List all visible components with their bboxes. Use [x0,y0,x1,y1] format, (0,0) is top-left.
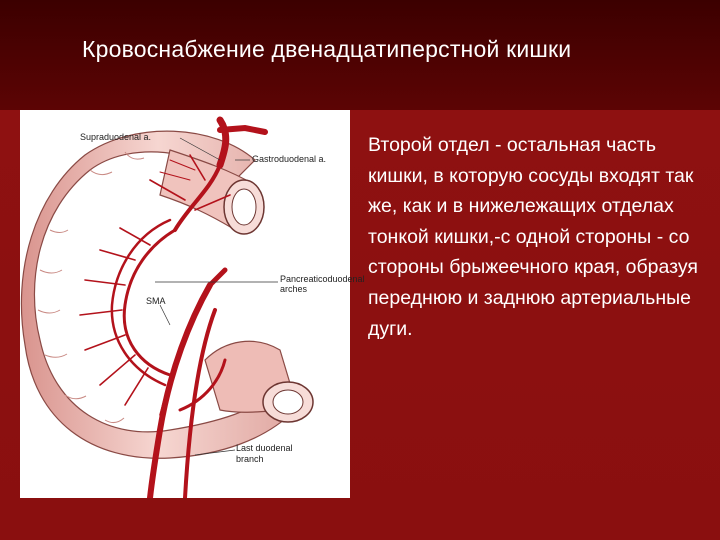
label-leaders [155,137,278,456]
label-supraduodenal: Supraduodenal a. [80,132,152,142]
duodenum-blood-supply-illustration: Supraduodenal a. Gastroduodenal a. Pancr… [20,110,365,498]
slide-body-text: Второй отдел - остальная часть кишки, в … [368,134,698,340]
intestinal-folds [37,151,145,424]
label-gastroduodenal: Gastroduodenal a. [252,154,327,164]
label-pancreaticoduodenal: Pancreaticoduodenal arches [280,274,365,294]
label-sma: SMA [146,296,166,306]
arterial-network [79,116,268,498]
label-branch: branch [236,454,264,464]
slide-title: Кровоснабжение двенадцатиперстной кишки [82,36,572,62]
label-last-duodenal: Last duodenal [236,443,293,453]
title-band [0,0,720,110]
anatomy-drawing [20,116,314,498]
